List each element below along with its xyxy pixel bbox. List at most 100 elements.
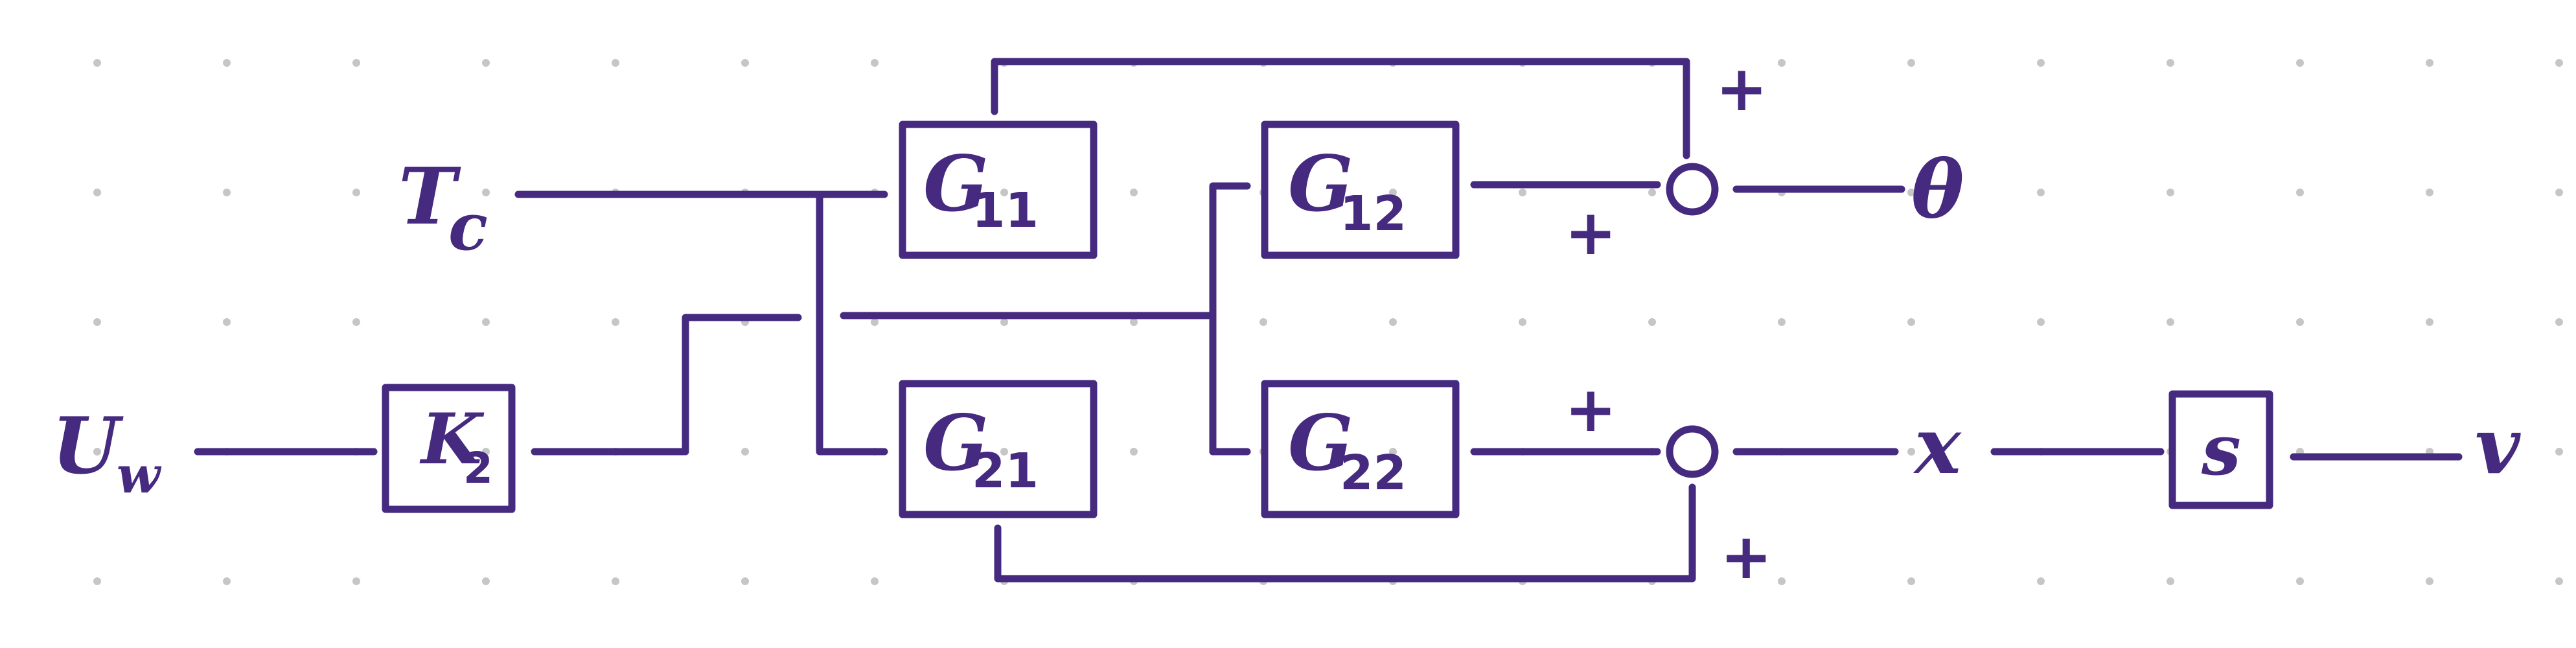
grid-dot [2037, 577, 2045, 585]
block-g22-label: G [1288, 398, 1353, 488]
grid-dot [1519, 318, 1526, 326]
grid-dot [1648, 318, 1656, 326]
grid-dot [93, 189, 101, 196]
grid-dot [2555, 318, 2563, 326]
grid-dot [2167, 318, 2174, 326]
block-g12: G 12 [1261, 121, 1460, 259]
grid-dot [741, 577, 749, 585]
block-g21-label: G [923, 398, 989, 488]
grid-dot [1000, 189, 1008, 196]
output-position-label: x [1913, 400, 1962, 492]
wire-bus-to-g12 [1209, 182, 1251, 456]
grid-dot [871, 59, 879, 67]
grid-dot [741, 59, 749, 67]
grid-dot [1907, 448, 1915, 456]
grid-dot [482, 189, 490, 196]
wire-k2-output [531, 314, 802, 456]
grid-dot [223, 59, 231, 67]
svg-text:U: U [52, 400, 124, 492]
block-g22: G 22 [1261, 380, 1460, 518]
grid-dot [1907, 59, 1915, 67]
grid-dot [1389, 189, 1397, 196]
input-torque-label: T c [398, 151, 488, 265]
grid-dot [223, 318, 231, 326]
grid-dot [1259, 318, 1267, 326]
grid-dot [223, 577, 231, 585]
grid-dot [1389, 448, 1397, 456]
grid-dot [1389, 318, 1397, 326]
block-g11-label: G [923, 139, 989, 229]
grid-dot [2555, 577, 2563, 585]
grid-dot [741, 448, 749, 456]
grid-dot [1130, 189, 1138, 196]
grid-dot [1648, 189, 1656, 196]
grid-dot [1778, 318, 1786, 326]
grid-dot [1130, 318, 1138, 326]
output-velocity-label: v [2475, 400, 2521, 492]
grid-dot [1000, 318, 1008, 326]
summing-junction-x [1666, 425, 1719, 478]
grid-dot [352, 189, 360, 196]
grid-dot [352, 59, 360, 67]
grid-dot [1907, 189, 1915, 196]
grid-dot [352, 318, 360, 326]
block-k2-label: K [419, 399, 485, 480]
grid-dot [1778, 577, 1786, 585]
block-k2: K 2 [382, 384, 516, 513]
grid-dot [2037, 189, 2045, 196]
grid-dot [612, 577, 619, 585]
grid-dot [2555, 448, 2563, 456]
block-g12-label: G [1288, 139, 1353, 229]
grid-dot [2426, 577, 2433, 585]
grid-dot [2555, 59, 2563, 67]
grid-dot [482, 577, 490, 585]
grid-dot [93, 577, 101, 585]
grid-dot [93, 318, 101, 326]
grid-dot [482, 59, 490, 67]
signal-wires [194, 58, 2463, 583]
grid-dot [223, 189, 231, 196]
grid-dot [871, 318, 879, 326]
svg-text:T: T [398, 151, 461, 242]
grid-dot [1000, 448, 1008, 456]
grid-dot [482, 318, 490, 326]
input-voltage-label: U w [52, 400, 162, 505]
grid-dot [612, 59, 619, 67]
grid-dot [1130, 448, 1138, 456]
grid-dot [1778, 59, 1786, 67]
grid-dot [2296, 318, 2304, 326]
block-s: s [2168, 390, 2273, 509]
block-g21: G 21 [899, 380, 1098, 518]
grid-dot [2296, 577, 2304, 585]
grid-dot [2037, 59, 2045, 67]
grid-dot [93, 448, 101, 456]
block-g11-subscript: 11 [972, 183, 1039, 238]
sign-theta-lower: + [1565, 196, 1616, 269]
wire-g11-to-junction-theta [991, 58, 1690, 159]
grid-dot [2296, 189, 2304, 196]
grid-dot [1519, 189, 1526, 196]
grid-dot [352, 577, 360, 585]
block-k2-subscript: 2 [463, 443, 493, 493]
grid-dot [1907, 577, 1915, 585]
block-g21-subscript: 21 [972, 443, 1039, 499]
grid-dot [2426, 318, 2433, 326]
grid-dot [2426, 59, 2433, 67]
grid-dot [2167, 577, 2174, 585]
grid-dot [2167, 189, 2174, 196]
wire-tc-branch-to-g21 [816, 191, 888, 456]
grid-dot [2426, 189, 2433, 196]
svg-text:w: w [117, 446, 162, 505]
grid-dot [2037, 318, 2045, 326]
grid-dot [871, 577, 879, 585]
block-g22-subscript: 22 [1340, 445, 1407, 501]
block-s-label: s [2201, 410, 2241, 491]
grid-dot [1907, 318, 1915, 326]
summing-junction-theta [1666, 163, 1719, 216]
wire-g21-to-junction-x [994, 483, 1696, 583]
block-g11: G 11 [899, 121, 1098, 259]
output-angle-label: θ [1911, 143, 1964, 236]
grid-dot [482, 448, 490, 456]
sign-theta-upper: + [1716, 52, 1767, 125]
